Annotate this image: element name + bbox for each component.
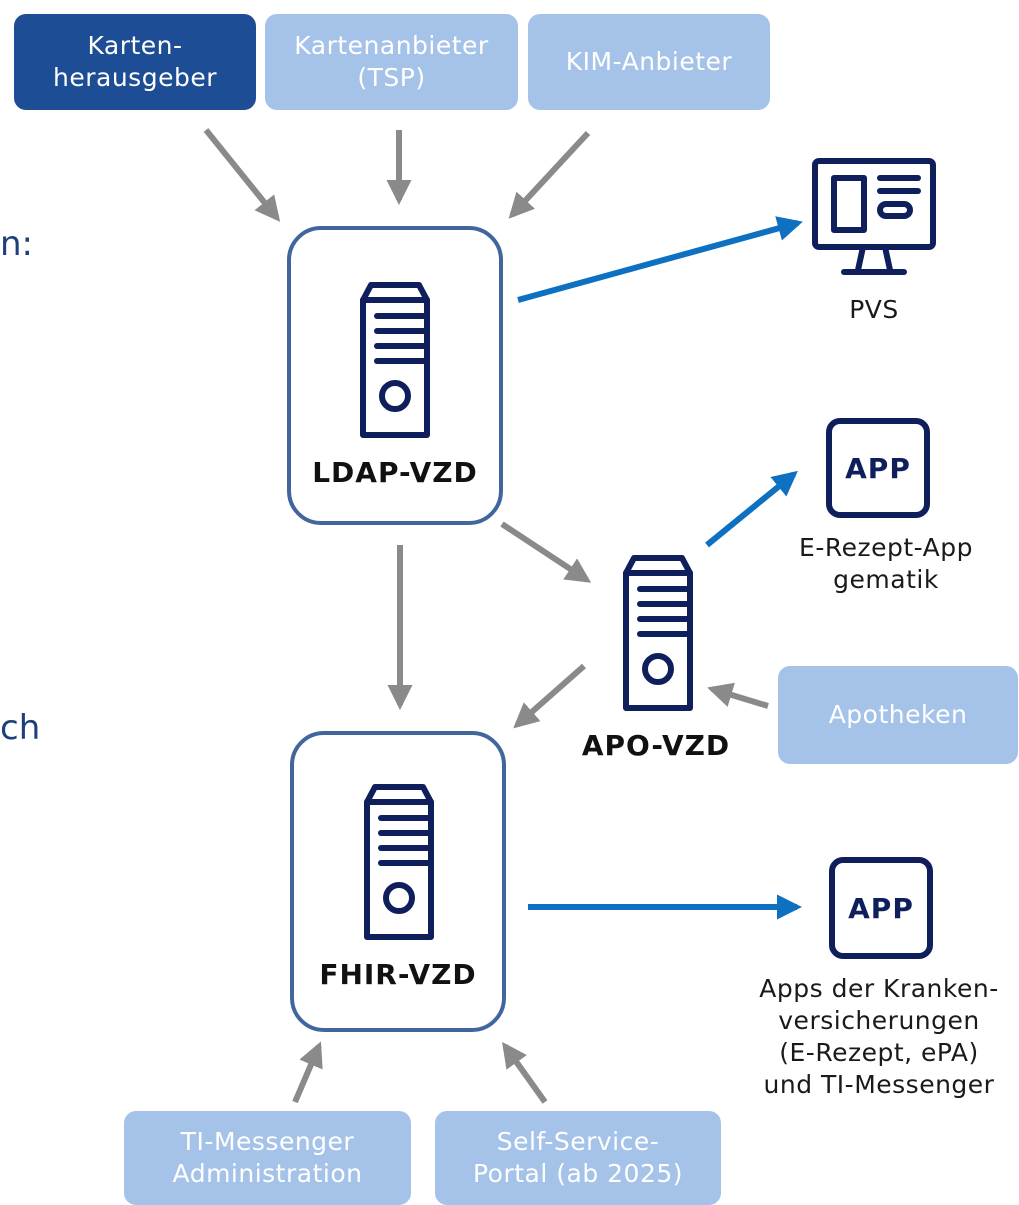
cut-text-bottom: ch (0, 708, 41, 748)
apo-vzd-label: APO-VZD (581, 729, 731, 762)
pvs-label: PVS (794, 294, 954, 326)
arrow-ldap-to-apo (500, 521, 592, 583)
monitor-icon (812, 158, 936, 275)
source-kim-anbieter-line-1: KIM-Anbieter (565, 47, 733, 76)
source-apotheken: Apotheken (778, 666, 1018, 764)
source-self-service-portal-line-1: Self-Service- (496, 1127, 660, 1156)
erezept-app-label-line-1: E-Rezept-App (799, 533, 973, 562)
pvs-label-line-1: PVS (849, 295, 899, 324)
kassen-app-badge: APP (848, 891, 914, 925)
fhir-vzd-label: FHIR-VZD (319, 958, 477, 991)
kassen-apps-label-line-4: und TI-Messenger (763, 1070, 995, 1099)
kassen-apps-label-line-2: versicherungen (778, 1006, 980, 1035)
kassen-apps-label-line-3: (E-Rezept, ePA) (779, 1038, 979, 1067)
erezept-app-label: E-Rezept-App gematik (768, 532, 1004, 596)
fhir-server-icon (364, 784, 434, 940)
source-ti-messenger-admin: TI-Messenger Administration (124, 1111, 411, 1205)
arrow-apotheken-to-apo (707, 682, 769, 709)
source-kartenanbieter: Kartenanbieter (TSP) (265, 14, 518, 110)
source-kartenanbieter-line-2: (TSP) (357, 63, 426, 92)
erezept-app-label-line-2: gematik (833, 565, 939, 594)
kassen-app-icon: APP (829, 857, 933, 959)
source-kartenherausgeber-line-1: Karten- (87, 31, 183, 60)
cut-text-top: n: (0, 224, 34, 264)
apo-server-icon (623, 555, 693, 711)
source-self-service-portal: Self-Service- Portal (ab 2025) (435, 1111, 721, 1205)
kassen-apps-label-line-1: Apps der Kranken- (759, 974, 999, 1003)
source-kartenherausgeber-line-2: herausgeber (53, 63, 217, 92)
arrow-ldap-to-pvs (517, 216, 803, 303)
ldap-server-icon (360, 282, 430, 438)
arrow-kim-to-ldap (508, 130, 591, 219)
fhir-vzd-frame (290, 731, 506, 1032)
source-self-service-portal-line-2: Portal (ab 2025) (472, 1159, 684, 1188)
source-kartenanbieter-line-1: Kartenanbieter (294, 31, 489, 60)
source-kartenherausgeber: Karten- herausgeber (14, 14, 256, 110)
arrow-self-service-to-fhir (502, 1041, 548, 1104)
source-kim-anbieter: KIM-Anbieter (528, 14, 770, 110)
source-ti-messenger-admin-line-2: Administration (172, 1159, 363, 1188)
arrow-apo-to-fhir (513, 663, 586, 729)
ldap-vzd-frame (287, 226, 503, 525)
source-apotheken-line-1: Apotheken (828, 700, 968, 729)
source-ti-messenger-admin-line-1: TI-Messenger (180, 1127, 355, 1156)
arrow-apo-to-erezept-app (705, 470, 798, 548)
kassen-apps-label: Apps der Kranken- versicherungen (E-Reze… (744, 973, 1014, 1101)
erezept-app-badge: APP (845, 451, 911, 485)
ldap-vzd-label: LDAP-VZD (312, 456, 478, 489)
arrow-ti-messenger-to-fhir (292, 1041, 323, 1104)
arrow-kartenherausgeber-to-ldap (203, 128, 281, 222)
erezept-app-icon: APP (826, 418, 930, 518)
